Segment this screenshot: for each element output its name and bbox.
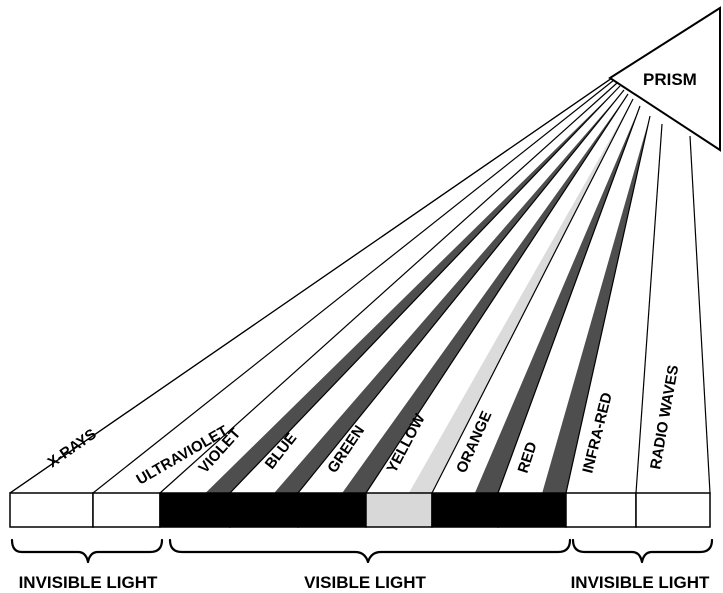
ray-line: [565, 115, 651, 494]
band-shade-red: [542, 116, 650, 493]
ray-line: [497, 105, 641, 494]
prism-label: PRISM: [643, 70, 697, 89]
group-label-visible: VISIBLE LIGHT: [304, 573, 426, 592]
invisible-light-brace-left: [10, 538, 164, 564]
ray-line: [431, 98, 634, 494]
bar-segment-ultraviolet: [92, 492, 161, 528]
spectrum-bar: [9, 492, 711, 528]
group-label-invisible-left: INVISIBLE LIGHT: [19, 573, 158, 592]
band-shade-violet: [205, 86, 620, 493]
bar-segment-green: [297, 492, 367, 528]
ray-line: [92, 79, 615, 494]
bar-segment-infra-red: [565, 492, 637, 528]
bar-segment-x-rays: [9, 492, 94, 528]
visible-light-brace: [168, 538, 572, 564]
bar-segment-yellow: [365, 492, 433, 528]
invisible-light-brace-right: [571, 538, 714, 564]
ray-line: [635, 123, 663, 494]
ray-line: [229, 85, 621, 494]
bar-segment-violet: [159, 492, 231, 528]
bar-segment-red: [497, 492, 567, 528]
group-label-invisible-right: INVISIBLE LIGHT: [571, 573, 710, 592]
band-shade-blue: [274, 90, 624, 493]
bar-segment-orange: [431, 492, 499, 528]
light-rays: [9, 77, 711, 494]
prism-triangle: [608, 6, 721, 152]
ray-line: [297, 89, 625, 494]
band-label-radio-waves: RADIO WAVES: [647, 364, 682, 471]
band-label-red: RED: [515, 440, 541, 476]
bar-segment-blue: [229, 492, 299, 528]
ray-line: [689, 135, 711, 494]
ray-line: [159, 82, 618, 494]
band-shade-green: [342, 94, 628, 493]
visible-light-shading: [205, 86, 650, 493]
band-label-x-rays: X-RAYS: [45, 426, 100, 472]
ray-line-outer: [9, 77, 613, 494]
band-shade-orange: [474, 106, 640, 493]
ray-line: [365, 93, 629, 494]
bar-segment-radio-waves: [635, 492, 711, 528]
band-shade-yellow: [408, 99, 633, 493]
